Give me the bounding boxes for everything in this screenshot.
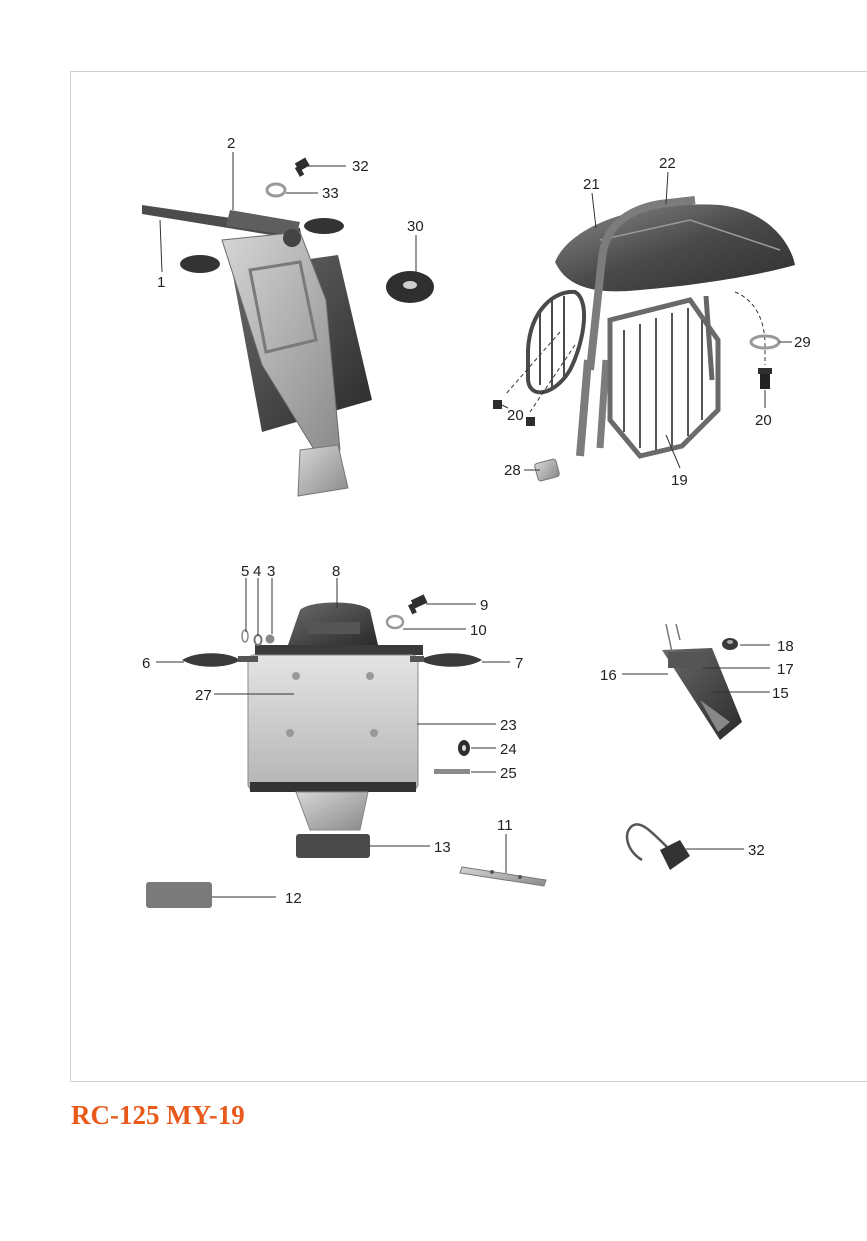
callout-21: 21 (583, 176, 600, 193)
reflector-red-icon (296, 834, 370, 858)
strip-icon (434, 769, 470, 774)
callout-12: 12 (285, 890, 302, 907)
callout-1: 1 (157, 274, 165, 291)
callout-13: 13 (434, 839, 451, 856)
callout-11: 11 (497, 817, 513, 834)
callout-labels: 1 2 32 33 30 21 22 29 20 20 28 19 5 4 3 … (142, 135, 811, 907)
callout-15: 15 (772, 685, 789, 702)
callout-20-right: 20 (755, 412, 772, 429)
bracket-hook-icon (625, 823, 690, 870)
callout-2: 2 (227, 135, 235, 152)
nut-icon (265, 634, 275, 644)
washer-icon (385, 614, 405, 630)
leader-lines (156, 152, 792, 898)
callout-28: 28 (504, 462, 521, 479)
callout-4: 4 (253, 563, 261, 580)
callout-7: 7 (515, 655, 523, 672)
license-plate-holder-assembly-icon (142, 205, 372, 497)
callout-33: 33 (322, 185, 339, 202)
callout-8: 8 (332, 563, 340, 580)
bolt-icon (294, 157, 310, 177)
callout-25: 25 (500, 765, 517, 782)
bolt-icon (758, 368, 772, 389)
bracket-strip-icon (459, 866, 547, 887)
rear-fender-assembly-icon (526, 196, 795, 459)
bolt-icon (408, 594, 428, 615)
reflector-icon (146, 882, 212, 908)
spacer-icon (534, 458, 560, 482)
callout-20-left: 20 (507, 407, 524, 424)
callout-19: 19 (671, 472, 688, 489)
callout-10: 10 (470, 622, 487, 639)
callout-30: 30 (407, 218, 424, 235)
callout-5: 5 (241, 563, 249, 580)
bolt-icon (493, 400, 535, 426)
license-light-housing-icon (662, 623, 742, 740)
callout-3: 3 (267, 563, 275, 580)
rubber-washer-icon (386, 271, 434, 303)
callout-23: 23 (500, 717, 517, 734)
diagram-frame (70, 71, 867, 1082)
callout-6: 6 (142, 655, 150, 672)
rear-light-plate-assembly-icon (182, 602, 482, 831)
callout-32: 32 (352, 158, 369, 175)
callout-32-hook: 32 (748, 842, 765, 859)
o-ring-icon (241, 629, 249, 643)
callout-16: 16 (600, 667, 617, 684)
callout-18: 18 (777, 638, 794, 655)
model-title: RC-125 MY-19 (71, 1100, 245, 1130)
callout-17: 17 (777, 661, 794, 678)
grommet-icon (458, 740, 470, 756)
callout-22: 22 (659, 155, 676, 172)
callout-24: 24 (500, 741, 517, 758)
callout-29: 29 (794, 334, 811, 351)
callout-27: 27 (195, 687, 212, 704)
nut-icon (722, 638, 738, 650)
washer-icon (265, 182, 287, 198)
washer-icon (253, 634, 263, 646)
callout-9: 9 (480, 597, 488, 614)
